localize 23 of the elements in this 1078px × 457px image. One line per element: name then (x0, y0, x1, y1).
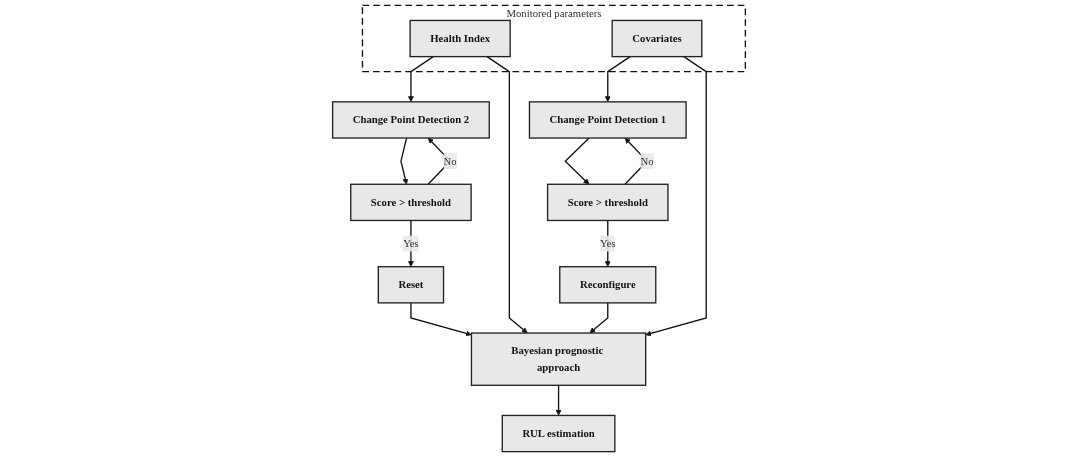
node-box: Covariates (611, 19, 703, 58)
arrow (555, 384, 562, 416)
node-box: Health Index (409, 19, 511, 58)
node-box: Bayesian prognostic approach (470, 332, 647, 386)
node-box: RUL estimation (501, 414, 616, 453)
arrow (410, 302, 472, 337)
arrow (564, 137, 590, 185)
node-box: Reconfigure (559, 266, 657, 304)
node-box: Change Point Detection 2 (331, 101, 490, 139)
arrow (645, 55, 707, 337)
arrow (400, 137, 409, 185)
edge-label: No (640, 155, 654, 167)
arrow (486, 55, 528, 334)
arrow (408, 55, 434, 103)
node-box: Score > threshold (350, 183, 472, 222)
node-box: Score > threshold (546, 183, 669, 222)
edge-label: No (443, 155, 457, 167)
node-box: Change Point Detection 1 (528, 101, 687, 139)
node-box: Reset (377, 266, 445, 304)
arrow (604, 55, 631, 103)
edge-label: Yes (403, 237, 419, 249)
arrow (589, 302, 609, 334)
edge-label: Yes (599, 237, 616, 249)
